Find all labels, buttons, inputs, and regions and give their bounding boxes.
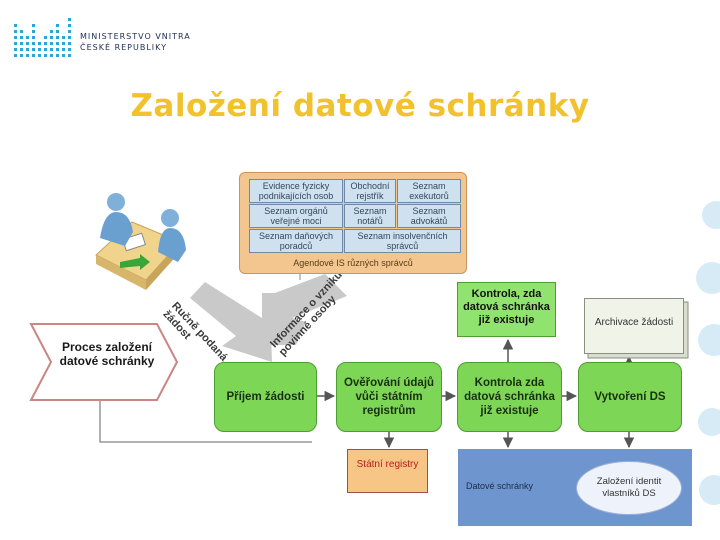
decor-circle — [698, 408, 720, 436]
agenda-cell: Evidence fyzicky podnikajících osob — [249, 179, 343, 203]
agenda-cell: Seznam notářů — [344, 204, 396, 228]
decor-circle — [698, 324, 720, 356]
decor-circle — [696, 262, 720, 294]
registry-label: Státní registry — [357, 459, 419, 470]
decor-circle — [702, 201, 720, 229]
people-icon — [96, 193, 186, 290]
agenda-label: Agendové IS různých správců — [240, 258, 466, 268]
ds-label: Datové schránky — [466, 481, 533, 491]
agenda-cell-text: Seznam orgánů veřejné moci — [250, 206, 342, 226]
agenda-cell-text: Seznam daňových poradců — [250, 231, 342, 251]
step-label: Ověřování údajů vůči státním registrům — [337, 376, 441, 418]
process-shape: Proces založení datové schránky — [31, 324, 177, 400]
agenda-cell: Seznam orgánů veřejné moci — [249, 204, 343, 228]
agenda-cell-text: Seznam insolvenčních správců — [345, 231, 460, 251]
step-check-existing: Kontrola zda datová schránka již existuj… — [457, 362, 562, 432]
data-boxes-area: Datové schránky Založení identit vlastní… — [458, 449, 692, 526]
agenda-cell-text: Seznam exekutorů — [398, 181, 460, 201]
agenda-cell: Seznam exekutorů — [397, 179, 461, 203]
agenda-cell-text: Obchodní rejstřík — [345, 181, 395, 201]
identity-ellipse: Založení identit vlastníků DS — [576, 461, 682, 515]
step-verify-registers: Ověřování údajů vůči státním registrům — [336, 362, 442, 432]
step-label: Vytvoření DS — [594, 390, 665, 404]
step-label: Příjem žádosti — [227, 390, 305, 404]
step-create-ds: Vytvoření DS — [578, 362, 682, 432]
agenda-cell-text: Evidence fyzicky podnikajících osob — [250, 181, 342, 201]
identity-label: Založení identit vlastníků DS — [577, 476, 681, 500]
agenda-is-box: Evidence fyzicky podnikajících osob Obch… — [239, 172, 467, 274]
agenda-cell-text: Seznam advokátů — [398, 206, 460, 226]
process-label: Proces založení datové schránky — [55, 340, 159, 368]
step-receive-request: Příjem žádosti — [214, 362, 317, 432]
archive-label: Archivace žádosti — [595, 317, 673, 328]
agenda-cell: Seznam advokátů — [397, 204, 461, 228]
agenda-cell: Seznam insolvenčních správců — [344, 229, 461, 253]
agenda-cell: Obchodní rejstřík — [344, 179, 396, 203]
decor-circle — [699, 475, 720, 505]
agenda-cell-text: Seznam notářů — [345, 206, 395, 226]
agenda-cell: Seznam daňových poradců — [249, 229, 343, 253]
step-label: Kontrola zda datová schránka již existuj… — [458, 376, 561, 418]
state-registry-box: Státní registry — [347, 449, 428, 493]
check-note: Kontrola, zda datová schránka již existu… — [457, 282, 556, 337]
archive-box: Archivace žádosti — [584, 298, 684, 354]
